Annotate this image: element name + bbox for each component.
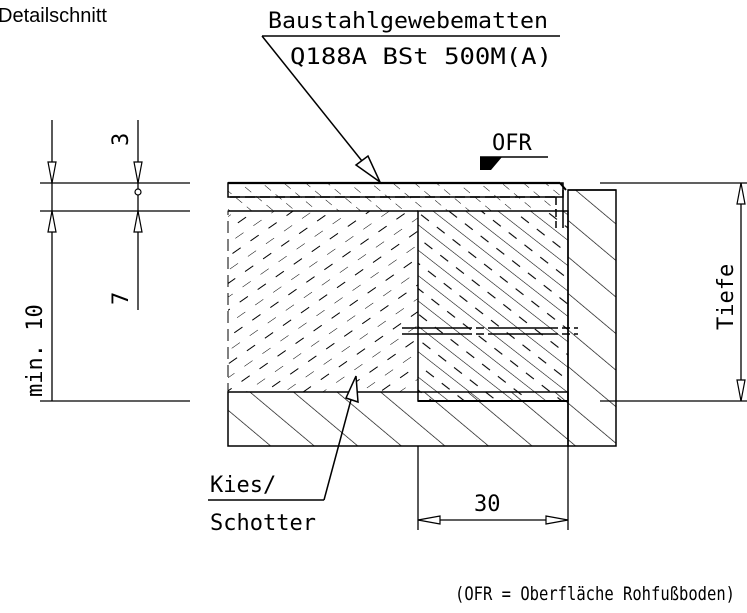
depth-arrow-bottom: [736, 379, 746, 402]
mesh-leader-arrow: [354, 154, 382, 185]
depth-label: Tiefe: [714, 264, 739, 330]
mesh-label-line1: Baustahlgewebematten: [268, 9, 548, 34]
ofr-marker: OFR: [480, 131, 548, 170]
concrete-hatch: [417, 210, 569, 402]
footnote: (OFR = Oberfläche Rohfußboden): [455, 583, 735, 605]
gravel-leader-line: [323, 395, 353, 501]
ofr-level-triangle: [480, 157, 502, 170]
ofr-label: OFR: [492, 131, 532, 156]
screed-lower-hatch: [228, 197, 563, 211]
wall-section: [567, 189, 617, 447]
depth-dimension: Tiefe: [600, 182, 747, 402]
dim-label-7: 7: [109, 292, 134, 305]
dim-arrow-4: [133, 210, 143, 233]
gravel-fill: [227, 210, 419, 393]
width-arrow-left: [417, 515, 441, 525]
mesh-label-line2: Q188A BSt 500M(A): [290, 45, 552, 70]
depth-arrow-top: [736, 182, 746, 205]
mesh-label: Baustahlgewebematten Q188A BSt 500M(A): [261, 9, 560, 185]
dim-middle-dot: [134, 188, 142, 196]
gravel-label: Kies/ Schotter: [208, 375, 359, 536]
screed-hatch: [227, 182, 564, 198]
gravel-label-line1: Kies/: [210, 473, 276, 498]
width-dimension: 30: [417, 446, 569, 530]
dim-label-3: 3: [109, 133, 134, 146]
screed-layer: [227, 181, 567, 228]
gravel-hatch: [227, 210, 419, 393]
drawing-title: Detailschnitt: [0, 5, 107, 27]
left-dimensions: 3 7 min. 10: [23, 120, 190, 402]
width-label: 30: [474, 492, 501, 517]
width-arrow-right: [545, 515, 569, 525]
concrete-block: [402, 210, 578, 402]
gravel-leader-arrow: [344, 375, 359, 404]
dim-arrow-1: [47, 161, 57, 184]
dim-arrow-3: [133, 161, 143, 184]
wall-hatch: [567, 189, 617, 447]
screed-lip: [559, 182, 567, 191]
gravel-label-line2: Schotter: [210, 511, 316, 536]
dim-arrow-2: [47, 210, 57, 233]
mesh-leader-line: [261, 35, 375, 177]
dim-label-min10: min. 10: [23, 304, 48, 397]
